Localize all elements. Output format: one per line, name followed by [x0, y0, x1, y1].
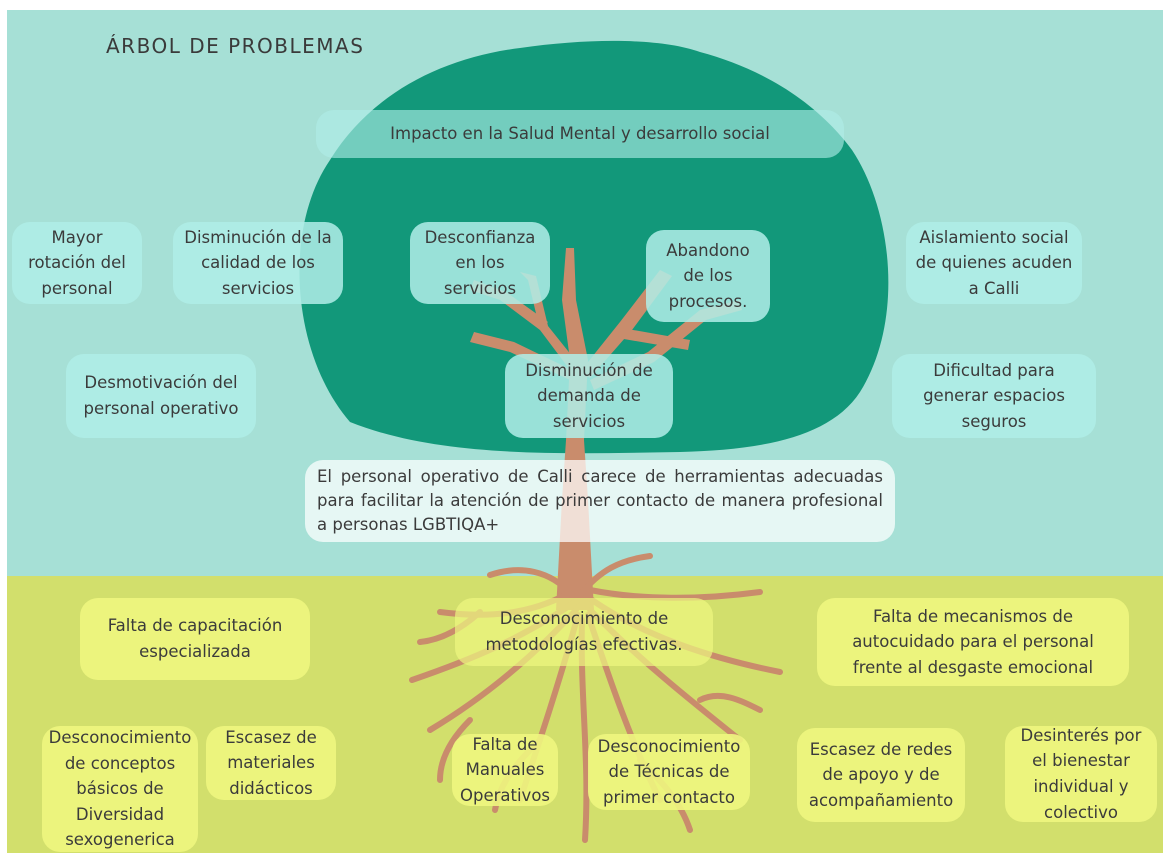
cause-text: Desconocimiento de conceptos básicos de … — [48, 728, 192, 850]
effect-box: Disminución de demanda de servicios — [505, 354, 673, 438]
cause-text: Falta de capacitación especializada — [107, 616, 283, 661]
effect-text: Abandono de los procesos. — [666, 240, 750, 311]
effect-box: Desmotivación del personal operativo — [66, 354, 256, 438]
cause-box: Falta de Manuales Operativos — [452, 734, 558, 806]
cause-text: Desconocimiento de Técnicas de primer co… — [597, 736, 741, 807]
central-problem-text: El personal operativo de Calli carece de… — [317, 467, 883, 534]
effect-text: Disminución de la calidad de los servici… — [184, 227, 332, 298]
effect-text: Mayor rotación del personal — [28, 227, 126, 298]
effect-box: Abandono de los procesos. — [646, 230, 770, 322]
cause-text: Falta de Manuales Operativos — [460, 734, 551, 805]
effect-text: Disminución de demanda de servicios — [525, 360, 653, 431]
effect-box: Mayor rotación del personal — [12, 222, 142, 304]
effect-box: Aislamiento social de quienes acuden a C… — [906, 222, 1082, 304]
cause-box: Desconocimiento de Técnicas de primer co… — [588, 734, 750, 810]
effect-box: Desconfianza en los servicios — [410, 222, 550, 304]
effect-text: Dificultad para generar espacios seguros — [923, 360, 1065, 431]
cause-box: Desconocimiento de metodologías efectiva… — [455, 598, 713, 666]
cause-text: Escasez de materiales didácticos — [225, 727, 317, 798]
effect-box: Dificultad para generar espacios seguros — [892, 354, 1096, 438]
effect-box-main: Impacto en la Salud Mental y desarrollo … — [316, 110, 844, 158]
cause-box: Falta de mecanismos de autocuidado para … — [817, 598, 1129, 686]
effect-text: Aislamiento social de quienes acuden a C… — [915, 227, 1073, 298]
cause-text: Falta de mecanismos de autocuidado para … — [852, 606, 1094, 677]
cause-box: Escasez de redes de apoyo y de acompañam… — [797, 728, 965, 822]
page-title: ÁRBOL DE PROBLEMAS — [106, 34, 365, 58]
cause-box: Falta de capacitación especializada — [80, 598, 310, 680]
effect-text: Impacto en la Salud Mental y desarrollo … — [390, 124, 770, 144]
cause-text: Escasez de redes de apoyo y de acompañam… — [808, 739, 954, 810]
central-problem-box: El personal operativo de Calli carece de… — [305, 460, 895, 542]
effect-text: Desmotivación del personal operativo — [83, 373, 239, 418]
cause-box: Desconocimiento de conceptos básicos de … — [42, 726, 198, 852]
cause-box: Desinterés por el bienestar individual y… — [1005, 726, 1157, 822]
cause-text: Desinterés por el bienestar individual y… — [1020, 725, 1142, 822]
effect-box: Disminución de la calidad de los servici… — [173, 222, 343, 304]
effect-text: Desconfianza en los servicios — [424, 227, 536, 298]
cause-box: Escasez de materiales didácticos — [206, 726, 336, 800]
cause-text: Desconocimiento de metodologías efectiva… — [485, 609, 683, 654]
